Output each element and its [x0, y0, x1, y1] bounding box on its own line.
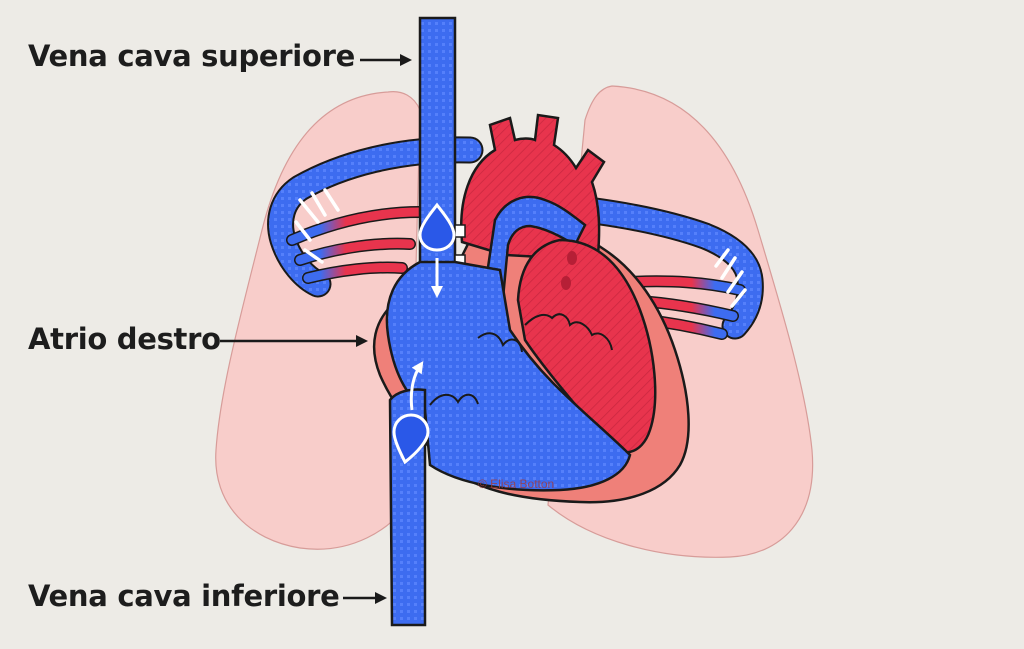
flow-arrow-icon	[409, 361, 424, 411]
label-inferior-vena-cava: Vena cava inferiore	[28, 579, 340, 613]
tricuspid-valve	[429, 332, 523, 406]
label-right-atrium: Atrio destro	[28, 322, 221, 356]
blood-drop-icon	[392, 413, 430, 465]
pointer-arrow-icon	[343, 592, 387, 604]
pointer-arrow-icon	[220, 335, 368, 347]
right-atrium	[385, 260, 632, 492]
mitral-valve	[524, 313, 613, 351]
label-superior-vena-cava: Vena cava superiore	[28, 39, 355, 73]
aorta	[460, 113, 606, 260]
pointer-arrow-icon	[360, 54, 412, 66]
left-pulmonary-vessels	[267, 136, 484, 298]
blood-drop-icon	[418, 202, 456, 252]
credit-text: © Elisa Botton	[478, 477, 554, 491]
